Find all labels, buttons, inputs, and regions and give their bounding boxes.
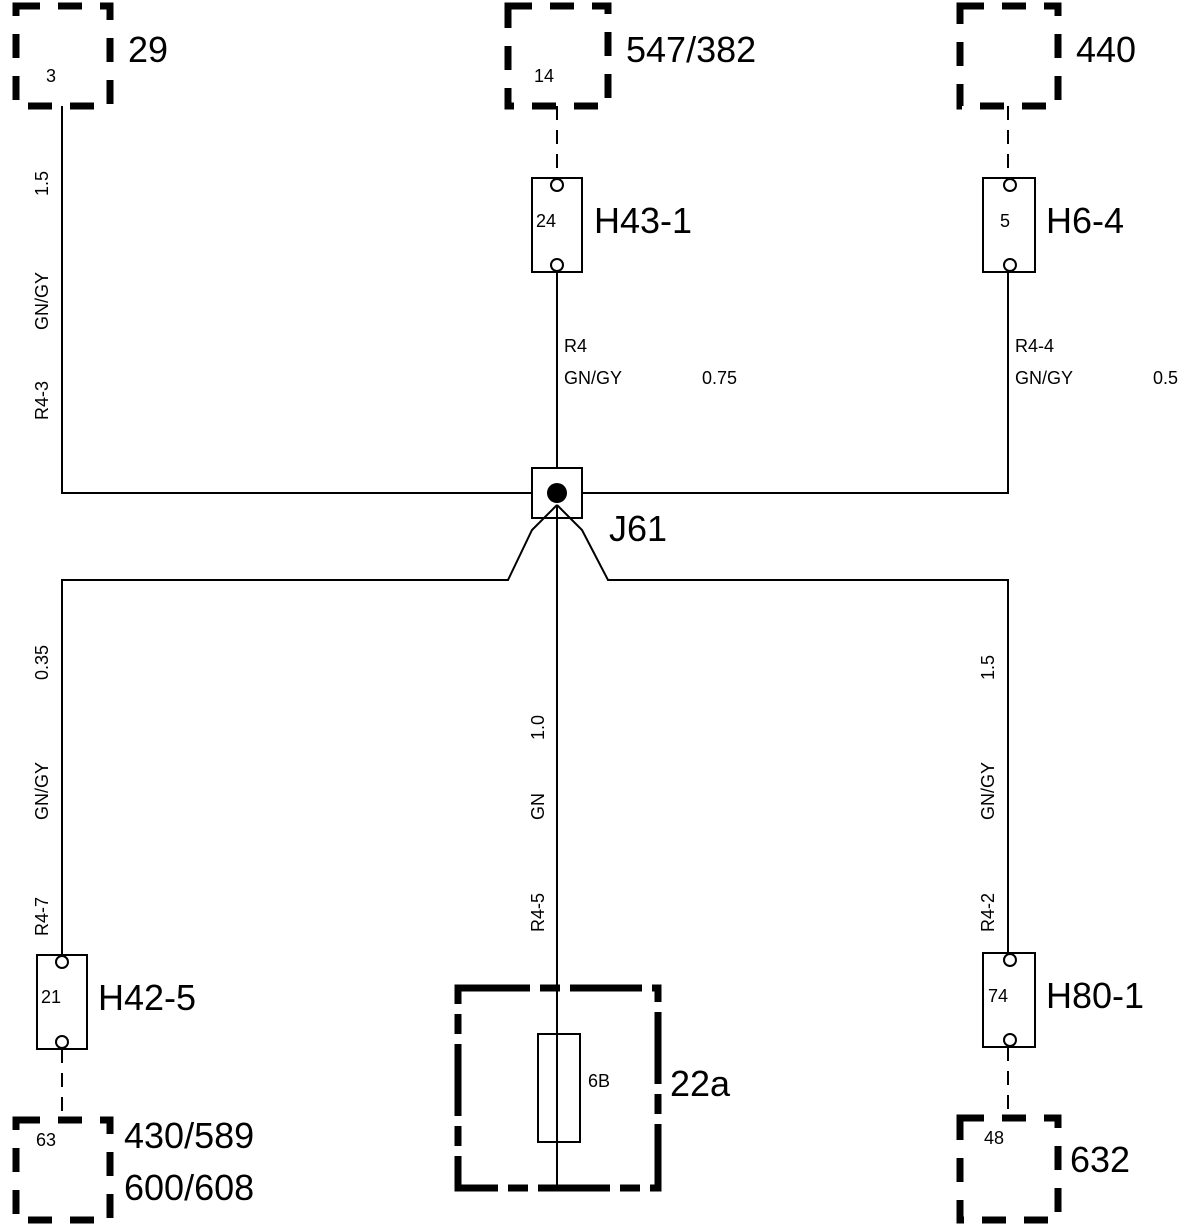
connector-h80-1-pin-bottom [1003, 1033, 1017, 1047]
wire-r4-7 [61, 504, 558, 955]
wire-r4-size: 0.75 [702, 368, 737, 388]
wire-r4-7-circuit: R4-7 [32, 897, 52, 936]
wire-r4-3-circuit: R4-3 [32, 381, 52, 420]
module-29[interactable]: 3 29 [12, 2, 168, 110]
connector-h6-4-pin-top [1003, 178, 1017, 192]
connector-h42-5-pin-top [55, 955, 69, 969]
module-29-pin: 3 [46, 66, 56, 86]
wire-r4-7-size: 0.35 [32, 645, 52, 680]
connector-h42-5-label: H42-5 [98, 977, 196, 1018]
module-632-pin: 48 [984, 1128, 1004, 1148]
wire-r4-circuit: R4 [564, 336, 587, 356]
connector-h80-1-label: H80-1 [1046, 975, 1144, 1016]
wire-r4-2-size: 1.5 [978, 655, 998, 680]
wire-r4-3-color: GN/GY [32, 272, 52, 330]
module-22a[interactable]: 6B 22a [454, 984, 731, 1192]
connector-h42-5[interactable]: 21 H42-5 [36, 954, 196, 1050]
wire-r4-5-color: GN [528, 793, 548, 820]
connector-h43-1-pin: 24 [536, 211, 556, 231]
module-29-label: 29 [128, 29, 168, 70]
connector-h6-4-label: H6-4 [1046, 200, 1124, 241]
wire-r4-color: GN/GY [564, 368, 622, 388]
connector-h42-5-pin-bottom [55, 1035, 69, 1049]
connector-h80-1-pin: 74 [988, 986, 1008, 1006]
wire-r4-2-circuit: R4-2 [978, 893, 998, 932]
module-430-589-pin: 63 [36, 1130, 56, 1150]
junction-j61-label: J61 [609, 508, 667, 549]
connector-h80-1-pin-top [1003, 953, 1017, 967]
wire-r4-5-size: 1.0 [528, 715, 548, 740]
wire-r4-2 [556, 504, 1009, 955]
wire-r4-5-circuit: R4-5 [528, 893, 548, 932]
wire-r4-4-color: GN/GY [1015, 368, 1073, 388]
fuse-6b [537, 1033, 581, 1143]
connector-h6-4-pin-bottom [1003, 258, 1017, 272]
module-632[interactable]: 48 632 [956, 1114, 1130, 1224]
module-22a-component: 6B [588, 1071, 610, 1091]
wire-r4-2-color: GN/GY [978, 762, 998, 820]
connector-h42-5-pin: 21 [41, 987, 61, 1007]
wire-r4-7-color: GN/GY [32, 762, 52, 820]
connector-h80-1[interactable]: 74 H80-1 [982, 952, 1144, 1048]
connector-h43-1-pin-bottom [550, 258, 564, 272]
wire-r4-4-circuit: R4-4 [1015, 336, 1054, 356]
wire-r4-4-size: 0.5 [1153, 368, 1178, 388]
connector-h6-4-pin: 5 [1000, 211, 1010, 231]
module-547-382[interactable]: 14 547/382 [504, 2, 756, 110]
module-440-label: 440 [1076, 29, 1136, 70]
module-430-589-label-1: 430/589 [124, 1115, 254, 1156]
connector-h6-4[interactable]: 5 H6-4 [982, 177, 1124, 273]
module-440[interactable]: 440 [956, 2, 1136, 110]
wire-r4-3-size: 1.5 [32, 171, 52, 196]
wire-r4-3 [61, 106, 556, 494]
connector-h43-1-label: H43-1 [594, 200, 692, 241]
module-430-589[interactable]: 63 430/589 600/608 [12, 1115, 254, 1224]
wire-r4-4 [556, 272, 1009, 494]
module-430-589-label-2: 600/608 [124, 1167, 254, 1208]
module-547-382-pin: 14 [534, 66, 554, 86]
module-547-382-label: 547/382 [626, 29, 756, 70]
module-22a-label: 22a [670, 1063, 731, 1104]
connector-h43-1[interactable]: 24 H43-1 [531, 177, 692, 273]
junction-dot [547, 483, 567, 503]
module-632-label: 632 [1070, 1139, 1130, 1180]
connector-h43-1-pin-top [550, 178, 564, 192]
